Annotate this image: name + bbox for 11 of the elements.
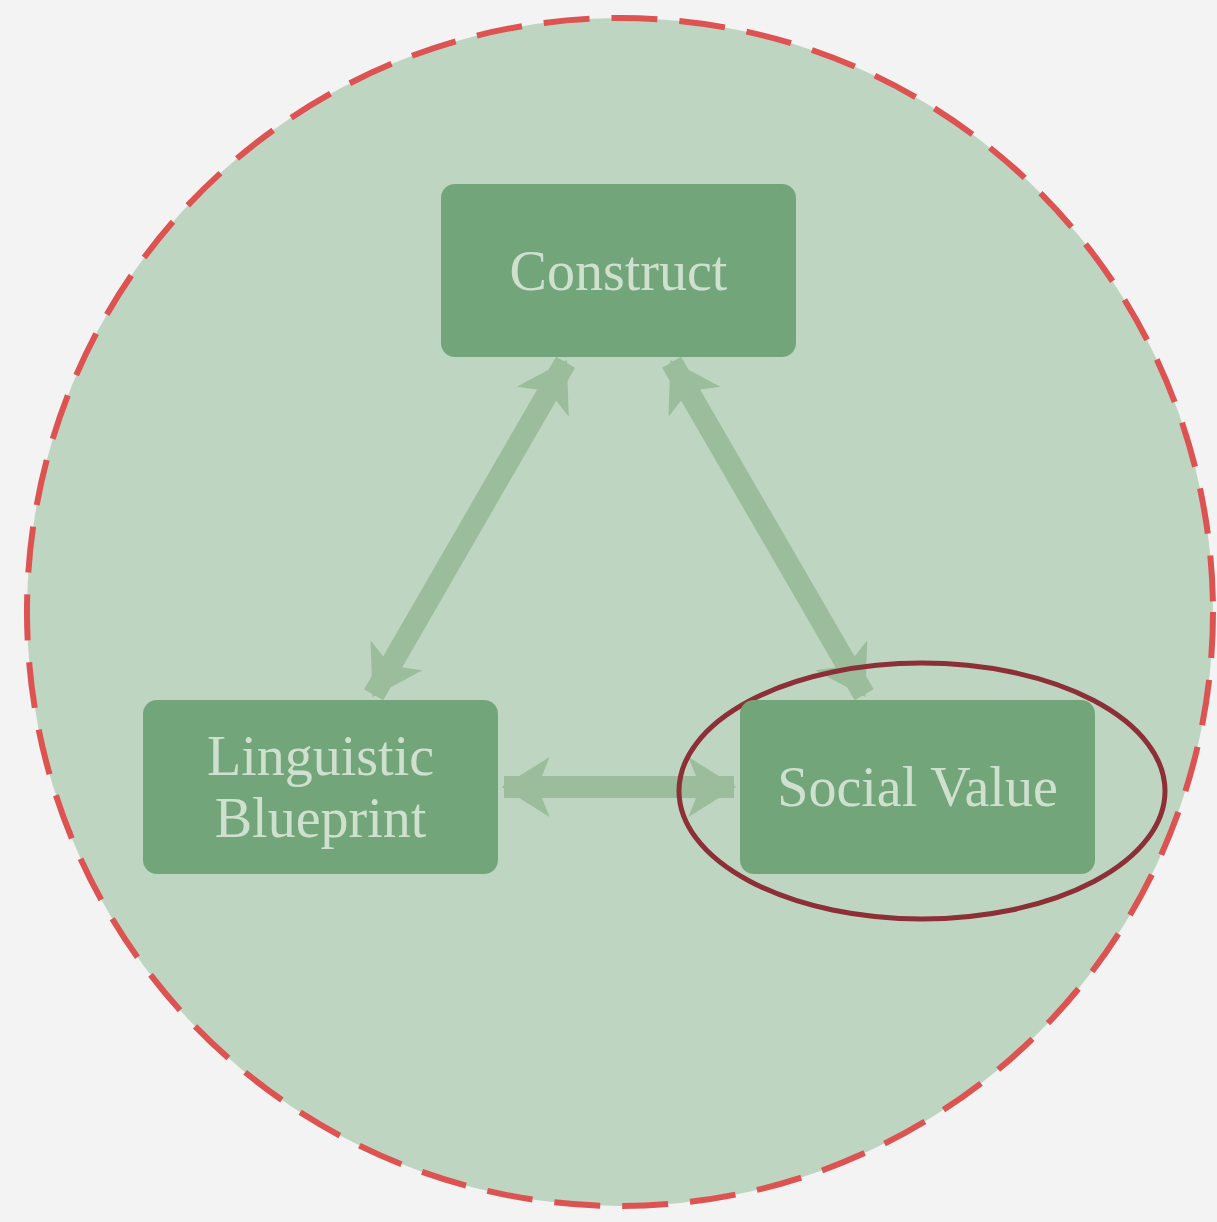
double-arrow — [662, 356, 874, 701]
highlight-ellipse — [676, 660, 1168, 922]
box-label: Construct — [509, 239, 728, 302]
box-label: Linguistic Blueprint — [205, 725, 436, 849]
dashed-circle — [23, 14, 1217, 1210]
process-box — [143, 700, 498, 874]
process-box — [740, 700, 1095, 874]
double-arrow — [364, 356, 576, 701]
process-box — [441, 184, 796, 357]
box-label: Social Value — [777, 756, 1058, 818]
double-arrow — [501, 757, 737, 817]
